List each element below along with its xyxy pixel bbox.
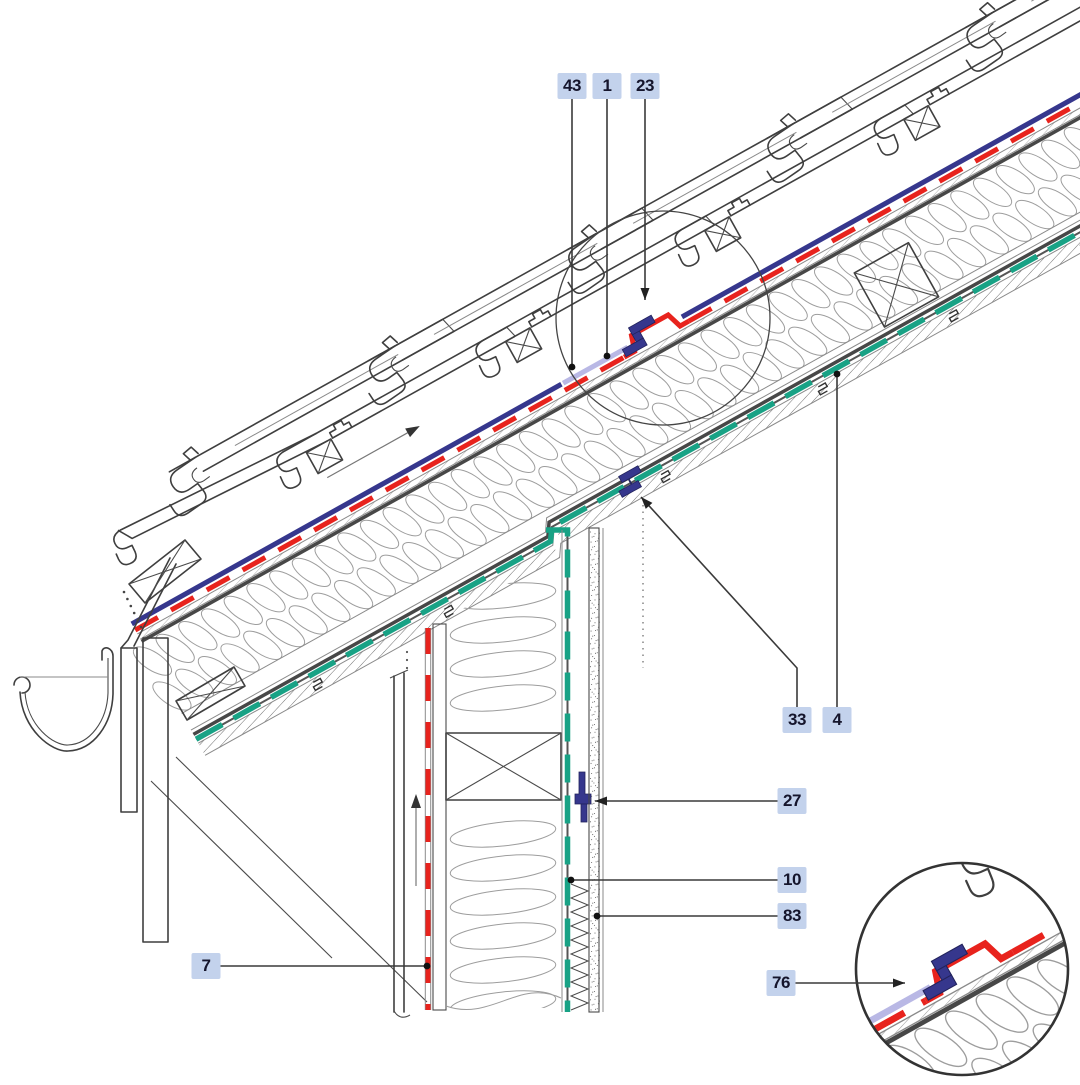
eaves-and-gutter <box>13 505 644 1003</box>
callout-76: 76 <box>766 970 796 996</box>
callout-leaders <box>206 86 905 988</box>
main-drawing <box>13 0 1080 1077</box>
callout-33: 33 <box>782 707 812 733</box>
callout-7: 7 <box>191 953 221 979</box>
roof-assembly <box>113 0 1080 756</box>
callout-43: 43 <box>557 73 587 99</box>
callout-23: 23 <box>630 73 660 99</box>
callout-1: 1 <box>592 73 622 99</box>
wall-assembly <box>389 527 604 1018</box>
callout-27: 27 <box>777 788 807 814</box>
detail-circle-main <box>555 210 771 426</box>
magnified-detail <box>856 863 1068 1075</box>
callout-10: 10 <box>777 867 807 893</box>
callout-4: 4 <box>822 707 852 733</box>
callout-83: 83 <box>777 903 807 929</box>
